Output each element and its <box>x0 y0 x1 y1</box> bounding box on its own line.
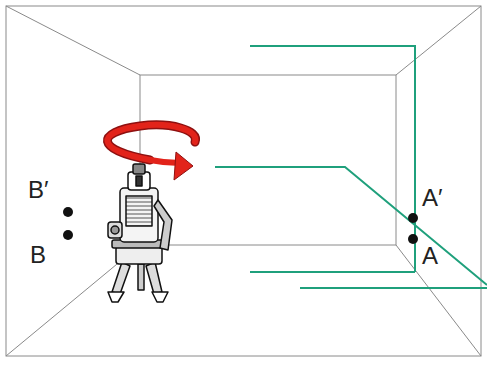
marker-dots <box>63 207 418 244</box>
point-label: A <box>422 244 438 268</box>
point-label: B′ <box>28 178 49 202</box>
laser-level-device <box>108 164 172 302</box>
laser-lines <box>215 46 487 288</box>
rotation-arrow <box>107 125 195 180</box>
point-label: A′ <box>422 186 443 210</box>
room-outline <box>6 6 481 356</box>
point-label: B <box>30 243 46 267</box>
